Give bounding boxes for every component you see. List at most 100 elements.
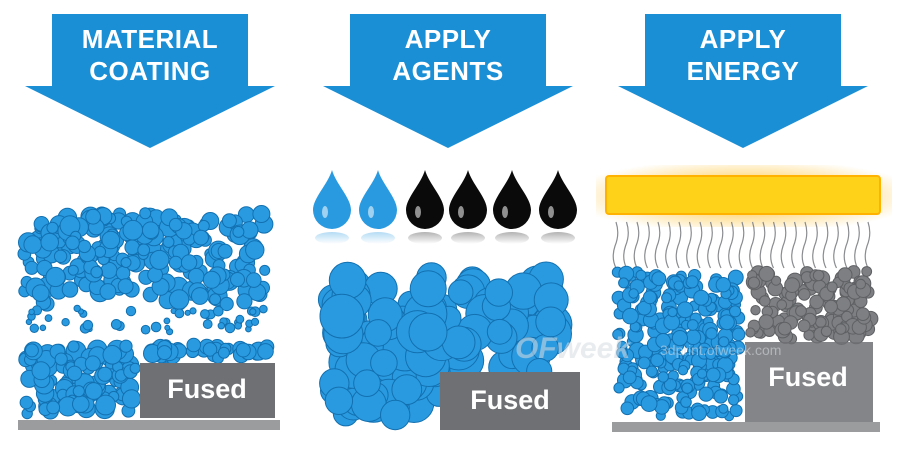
powder-particle <box>46 221 59 234</box>
energy-ray <box>843 221 850 269</box>
fused-block <box>440 372 580 430</box>
powder-particle <box>620 401 635 416</box>
energy-ray <box>633 221 640 269</box>
droplet-reflection <box>361 232 395 244</box>
powder-particle <box>187 267 205 285</box>
powder-particle <box>673 280 684 291</box>
energy-ray <box>801 221 808 269</box>
powder-particle <box>681 382 693 394</box>
powder-particle <box>125 305 137 317</box>
powder-particle <box>221 213 237 229</box>
watermark-brand: OFweek <box>515 332 631 365</box>
powder-particle <box>650 353 665 368</box>
powder-particle <box>618 277 630 289</box>
powder-particle <box>391 374 423 406</box>
powder-particle <box>705 327 718 340</box>
powder-particle <box>704 348 717 361</box>
blue-agent-droplet <box>359 170 397 229</box>
energy-ray <box>623 221 629 269</box>
powder-particle <box>193 229 209 246</box>
powder-particle <box>65 235 80 251</box>
powder-particle <box>66 365 83 381</box>
powder-particle <box>217 243 233 259</box>
powder-particle <box>163 317 171 325</box>
energy-lamp <box>605 175 881 215</box>
arrow-apply-agents: APPLY AGENTS <box>323 14 573 148</box>
blue-agent-droplet <box>313 170 351 229</box>
powder-particle <box>217 346 230 359</box>
powder-particle <box>861 266 873 277</box>
powder-particle <box>642 290 657 305</box>
black-agent-droplet <box>406 170 444 229</box>
fused-block <box>745 342 873 422</box>
powder-particle <box>168 217 183 232</box>
powder-particle <box>698 386 714 402</box>
powder-particle <box>661 292 673 304</box>
powder-particle <box>102 345 123 365</box>
powder-particle <box>835 323 847 335</box>
arrow-apply-energy: APPLY ENERGY <box>618 14 868 148</box>
powder-particle <box>380 399 411 431</box>
powder-particle <box>855 278 867 290</box>
powder-particle <box>202 342 218 357</box>
powder-particle <box>53 249 68 263</box>
powder-particle <box>209 293 222 306</box>
droplet-highlight <box>368 206 374 218</box>
powder-bed <box>317 261 573 431</box>
powder-particle <box>202 270 221 289</box>
powder-particle <box>613 382 625 394</box>
powder-particle <box>826 281 838 293</box>
powder-particle <box>777 321 792 336</box>
droplet-highlight <box>548 206 554 218</box>
powder-particle <box>236 293 253 310</box>
powder-particle <box>157 345 172 361</box>
powder-particle <box>61 318 70 327</box>
arrow-shape <box>323 14 573 148</box>
droplet-reflection <box>315 232 349 244</box>
arrow-label-line2: ENERGY <box>687 56 800 86</box>
powder-particle <box>758 314 774 330</box>
arrow-shape <box>618 14 868 148</box>
powder-particle <box>29 323 39 333</box>
powder-particle <box>54 352 68 366</box>
energy-ray <box>759 221 766 269</box>
powder-particle <box>745 327 756 338</box>
powder-particle <box>82 319 94 331</box>
powder-particle <box>95 394 116 416</box>
powder-particle <box>174 308 185 319</box>
powder-particle <box>771 275 782 286</box>
powder-particle <box>622 370 637 385</box>
powder-particle <box>797 319 811 333</box>
energy-ray <box>791 221 797 269</box>
powder-particle <box>84 382 103 400</box>
arrow-label-line1: APPLY <box>700 24 787 54</box>
powder-particle <box>718 336 730 348</box>
powder-particle <box>219 296 234 312</box>
energy-ray <box>644 221 650 269</box>
powder-particle <box>706 367 721 383</box>
powder-particle <box>168 255 183 270</box>
powder-particle <box>162 236 175 248</box>
powder-particle <box>249 308 257 316</box>
powder-particle <box>252 205 271 223</box>
droplet-reflection <box>495 232 529 244</box>
powder-scatter <box>25 304 268 336</box>
powder-particle <box>186 337 201 353</box>
powder-particle <box>84 355 101 372</box>
powder-particle <box>676 301 694 319</box>
arrow-material-coating: MATERIAL COATING <box>25 14 275 148</box>
powder-particle <box>119 339 133 353</box>
powder-particle <box>39 324 47 332</box>
powder-particle <box>447 279 474 306</box>
powder-particle <box>122 219 144 241</box>
powder-particle <box>23 235 43 254</box>
arrow-label-line2: AGENTS <box>392 56 503 86</box>
powder-particle <box>671 330 689 347</box>
powder-particle <box>202 319 213 330</box>
powder-particle <box>686 319 699 331</box>
powder-particle <box>815 316 827 328</box>
powder-particle <box>40 232 60 252</box>
energy-ray <box>686 221 692 269</box>
powder-particle <box>184 309 191 316</box>
powder-particle <box>137 243 151 257</box>
